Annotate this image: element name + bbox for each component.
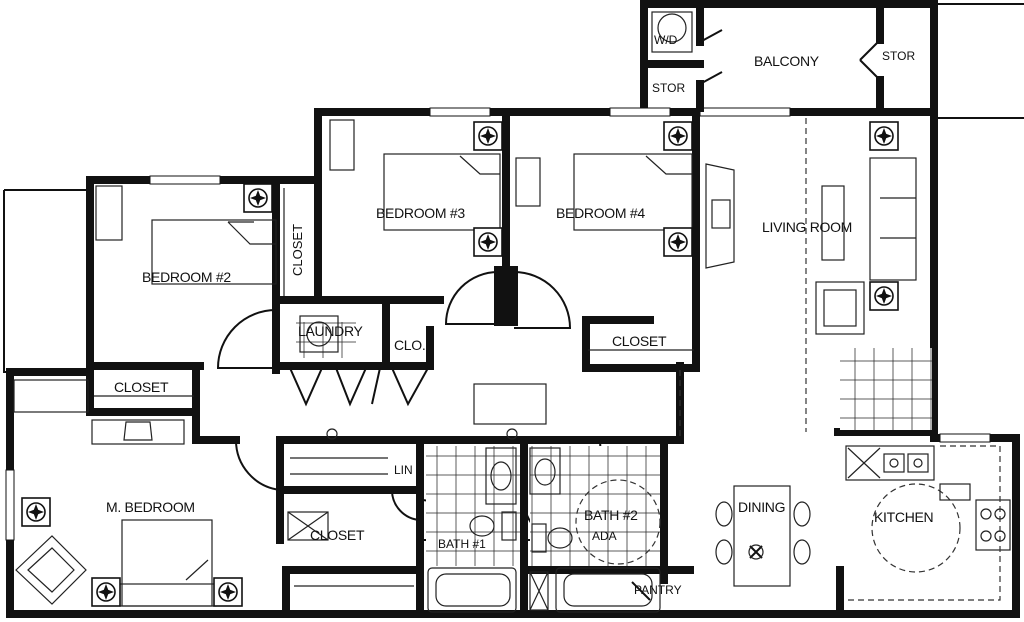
label-dining: DINING [738, 499, 785, 515]
label-bedroom4: BEDROOM #4 [556, 205, 645, 221]
fan-icon [869, 281, 899, 311]
fan-icon [213, 577, 243, 607]
label-bedroom2: BEDROOM #2 [142, 269, 231, 285]
fan-icon [473, 121, 503, 151]
fan-icon [473, 227, 503, 257]
label-closet-bedroom2: CLOSET [114, 379, 169, 395]
label-pantry: PANTRY [634, 583, 682, 597]
label-closet-bedroom4: CLOSET [612, 333, 667, 349]
label-laundry: LAUNDRY [298, 323, 364, 339]
fan-icon [663, 227, 693, 257]
label-master-bedroom: M. BEDROOM [106, 499, 195, 515]
label-bath2-ada: ADA [592, 529, 617, 543]
tile-areas [296, 322, 932, 566]
label-clo: CLO. [394, 337, 425, 353]
room-labels: BALCONY W/D STOR STOR LIVING ROOM BEDROO… [106, 33, 934, 597]
label-closet-master: CLOSET [310, 527, 365, 543]
label-balcony: BALCONY [754, 53, 820, 69]
label-bath1: BATH #1 [438, 537, 486, 551]
label-bedroom3: BEDROOM #3 [376, 205, 465, 221]
fan-icon [91, 577, 121, 607]
label-closet-vertical: CLOSET [290, 224, 305, 276]
fan-icon [663, 121, 693, 151]
label-bath2: BATH #2 [584, 507, 638, 523]
label-wd: W/D [654, 33, 678, 47]
label-living-room: LIVING ROOM [762, 219, 852, 235]
label-stor-left: STOR [652, 81, 685, 95]
fan-icon [243, 183, 273, 213]
furniture [13, 11, 1011, 613]
fan-icon [869, 121, 899, 151]
interior-walls [86, 4, 938, 618]
label-kitchen: KITCHEN [874, 509, 933, 525]
label-stor-right: STOR [882, 49, 915, 63]
fan-icon [21, 497, 51, 527]
label-lin: LIN [394, 463, 413, 477]
windows [5, 107, 991, 541]
